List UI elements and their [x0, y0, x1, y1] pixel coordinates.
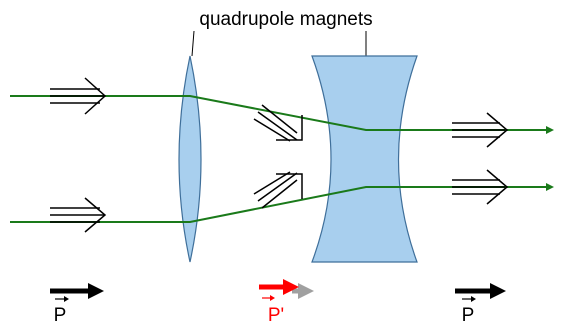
focused-momentum-arrow-upper — [253, 104, 303, 142]
outgoing-momentum-arrow-lower — [452, 169, 509, 205]
beam-upper — [10, 95, 554, 134]
incoming-momentum-arrow-lower — [50, 197, 107, 233]
momentum-legend-left: P — [50, 283, 104, 326]
momentum-label-left: P — [54, 305, 67, 326]
defocusing-lens — [311, 55, 418, 263]
momentum-label-right: P — [462, 305, 475, 326]
diagram-title: quadrupole magnets — [199, 9, 372, 30]
momentum-legend-right: P — [455, 283, 506, 326]
momentum-legend-middle: P' — [259, 279, 314, 326]
title-leader-lens1 — [191, 30, 195, 57]
focusing-lens — [178, 55, 202, 263]
incoming-momentum-arrow-upper — [50, 77, 107, 115]
focused-momentum-arrow-lower — [253, 171, 303, 209]
outgoing-momentum-arrow-upper — [452, 112, 509, 148]
momentum-label-middle: P' — [268, 305, 284, 326]
